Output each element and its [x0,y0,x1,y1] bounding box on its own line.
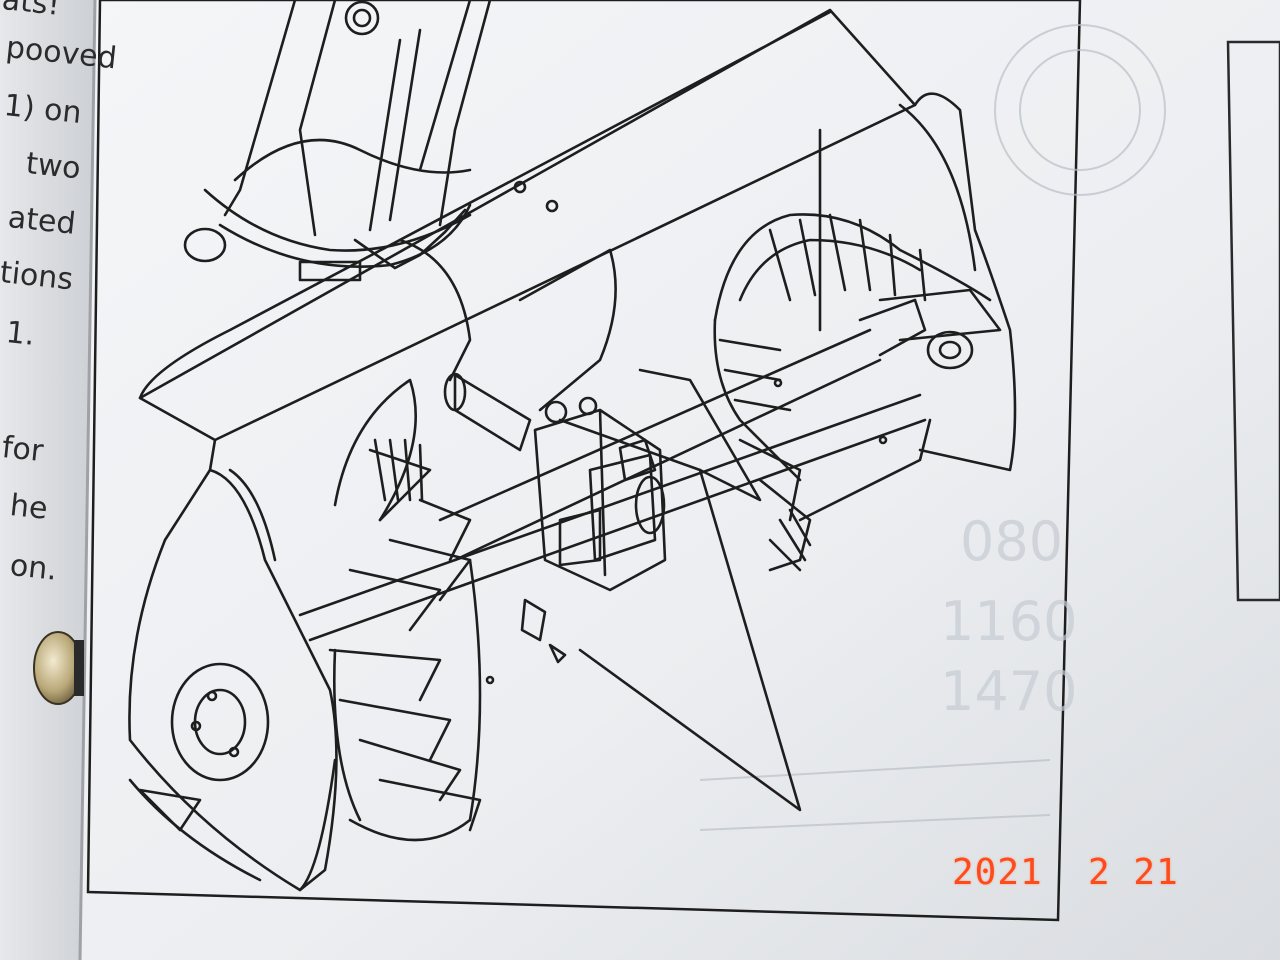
right-auger-spiral [713,213,1002,572]
left-text-line: 1) on [2,88,84,131]
auger-housing [128,8,1017,892]
date-stamp: 2021 2 21 [952,852,1179,893]
impeller [398,238,802,812]
left-text-line: two [24,146,83,187]
svg-text:1470: 1470 [940,660,1077,723]
illustration-frame [86,0,1082,922]
binder-ring [33,631,84,705]
svg-text:1160: 1160 [940,590,1077,653]
left-text-line: 1. [4,315,37,353]
side-box [1226,40,1280,602]
left-page [0,0,95,960]
left-text-line: ats! [0,0,62,23]
left-auger-spiral [328,378,482,842]
fasteners [485,378,888,685]
gearbox [533,396,667,592]
show-through: 080 1160 1470 [699,24,1166,831]
left-text-line: on. [8,548,59,588]
auger-shaft [438,298,927,562]
left-text-line: he [8,488,50,527]
left-text-line: ated [6,200,78,242]
discharge-chute [183,0,492,282]
left-text-line: tions [0,255,75,298]
snowblower-drawing [128,0,1017,892]
left-page-text: ats! pooved 1) on two ated tions 1. for … [0,0,118,960]
svg-text:080: 080 [960,510,1063,573]
left-text-line: for [0,430,46,470]
